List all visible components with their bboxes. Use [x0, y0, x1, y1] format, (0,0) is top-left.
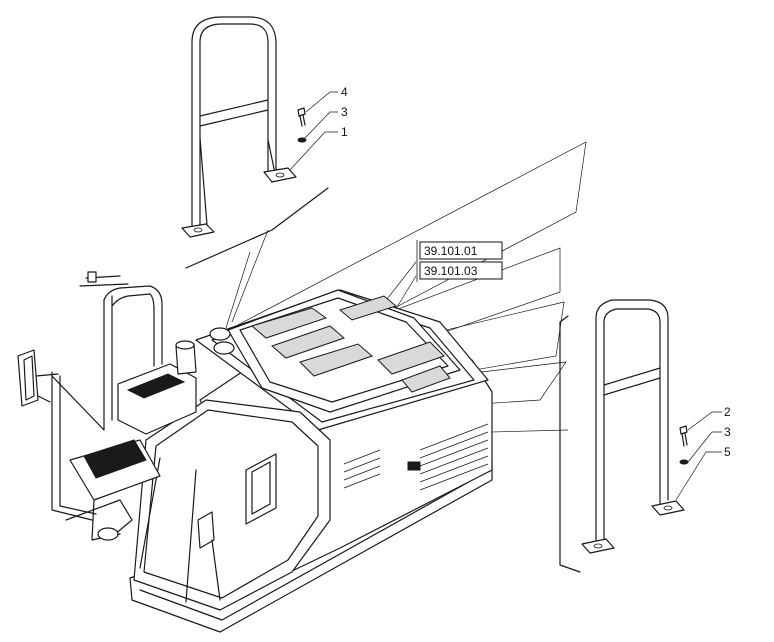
upper-bolt: [297, 107, 306, 127]
lower-bolt: [679, 425, 688, 447]
reference-label-1: 39.101.01: [424, 244, 478, 258]
lower-washer: [679, 459, 689, 465]
roof-vents: [250, 295, 451, 393]
upper-handrail: [181, 16, 297, 238]
side-louvers: [343, 423, 489, 491]
reference-label-2: 39.101.03: [424, 264, 478, 278]
callout-lower-rail: 5: [724, 445, 731, 459]
excavator-cab: [129, 289, 493, 633]
callout-lower-bolt: 2: [724, 405, 731, 419]
reference-box-1: 39.101.01: [419, 241, 503, 260]
callout-lower-washer: 3: [724, 425, 731, 439]
callout-upper-bolt: 4: [341, 85, 348, 99]
left-side-assembly: [17, 271, 235, 541]
callout-upper-rail: 1: [341, 125, 348, 139]
lower-handrail: [581, 299, 685, 554]
reference-box-2: 39.101.03: [419, 261, 503, 280]
callout-upper-washer: 3: [341, 105, 348, 119]
